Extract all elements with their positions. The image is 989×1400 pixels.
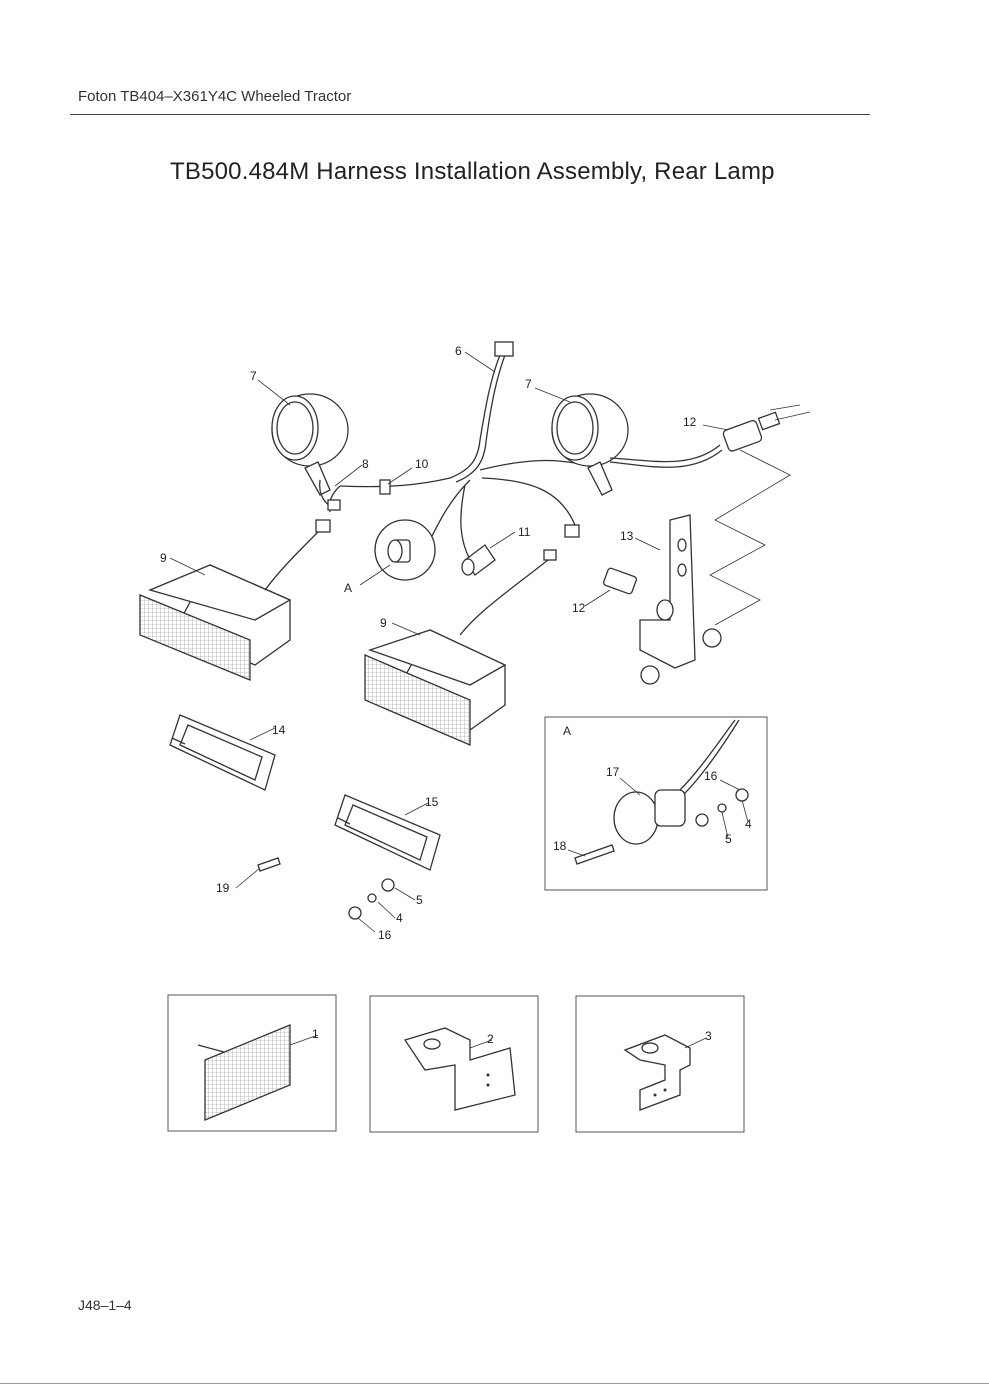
detail-box-1	[167, 994, 337, 1132]
lamp-socket-a	[374, 519, 436, 581]
callout-13: 13	[620, 529, 634, 543]
reflector-bezel-15	[334, 794, 441, 871]
callout-12-top: 12	[683, 415, 697, 429]
callout-19: 19	[216, 881, 230, 895]
callout-17: 17	[606, 765, 620, 779]
callout-16-detail: 16	[704, 769, 718, 783]
callout-8: 8	[362, 457, 369, 471]
callouts: 6 7 7 8 10 12 9 9 A 11 13 12 14 15 19 5 …	[160, 344, 752, 1046]
callout-4-main: 4	[396, 911, 403, 925]
callout-7-right: 7	[525, 377, 532, 391]
callout-1: 1	[312, 1027, 319, 1041]
callout-a-main: A	[344, 581, 352, 595]
callout-a-detail: A	[563, 724, 571, 738]
callout-9-left: 9	[160, 551, 167, 565]
callout-10: 10	[415, 457, 429, 471]
header-divider	[70, 114, 870, 115]
combination-lamp-right	[364, 549, 557, 746]
detail-a-socket	[574, 719, 749, 865]
callout-4-detail: 4	[745, 817, 752, 831]
wiring-harness	[328, 341, 601, 561]
detail-box-3	[575, 995, 745, 1133]
zigzag-leader	[709, 449, 791, 626]
callout-18: 18	[553, 839, 567, 853]
callout-5-main: 5	[416, 893, 423, 907]
grommet	[379, 479, 391, 495]
harness-connector	[494, 341, 514, 357]
mounting-bracket-13	[603, 514, 722, 685]
callout-7-left: 7	[250, 369, 257, 383]
work-lamp-left	[271, 393, 349, 511]
callout-5-detail: 5	[725, 832, 732, 846]
combination-lamp-left	[139, 519, 331, 681]
bracket-3	[623, 1034, 691, 1111]
detail-box-2	[369, 995, 539, 1133]
callout-12-bracket: 12	[572, 601, 586, 615]
callout-11: 11	[518, 525, 531, 539]
pin-19	[257, 857, 281, 872]
document-header: Foton TB404–X361Y4C Wheeled Tractor	[78, 88, 352, 105]
reflector-1	[197, 1024, 291, 1121]
hardware-fasteners	[257, 857, 395, 920]
callout-14: 14	[272, 723, 286, 737]
callout-3: 3	[705, 1029, 712, 1043]
callout-16-main: 16	[378, 928, 392, 942]
page-number: J48–1–4	[78, 1297, 132, 1313]
switch-top	[722, 404, 811, 452]
connector-plug	[564, 524, 580, 538]
footer-divider	[0, 1383, 989, 1384]
bulb-holder	[461, 544, 496, 576]
callout-9-right: 9	[380, 616, 387, 630]
callout-6: 6	[455, 344, 462, 358]
callout-2: 2	[487, 1032, 494, 1046]
bracket-2	[403, 1027, 516, 1111]
page-title: TB500.484M Harness Installation Assembly…	[170, 158, 775, 185]
reflector-bezel-14	[169, 714, 276, 791]
callout-15: 15	[425, 795, 439, 809]
work-lamp-right	[551, 393, 723, 496]
detail-box-a	[544, 716, 768, 891]
leader-lines	[169, 351, 749, 1049]
